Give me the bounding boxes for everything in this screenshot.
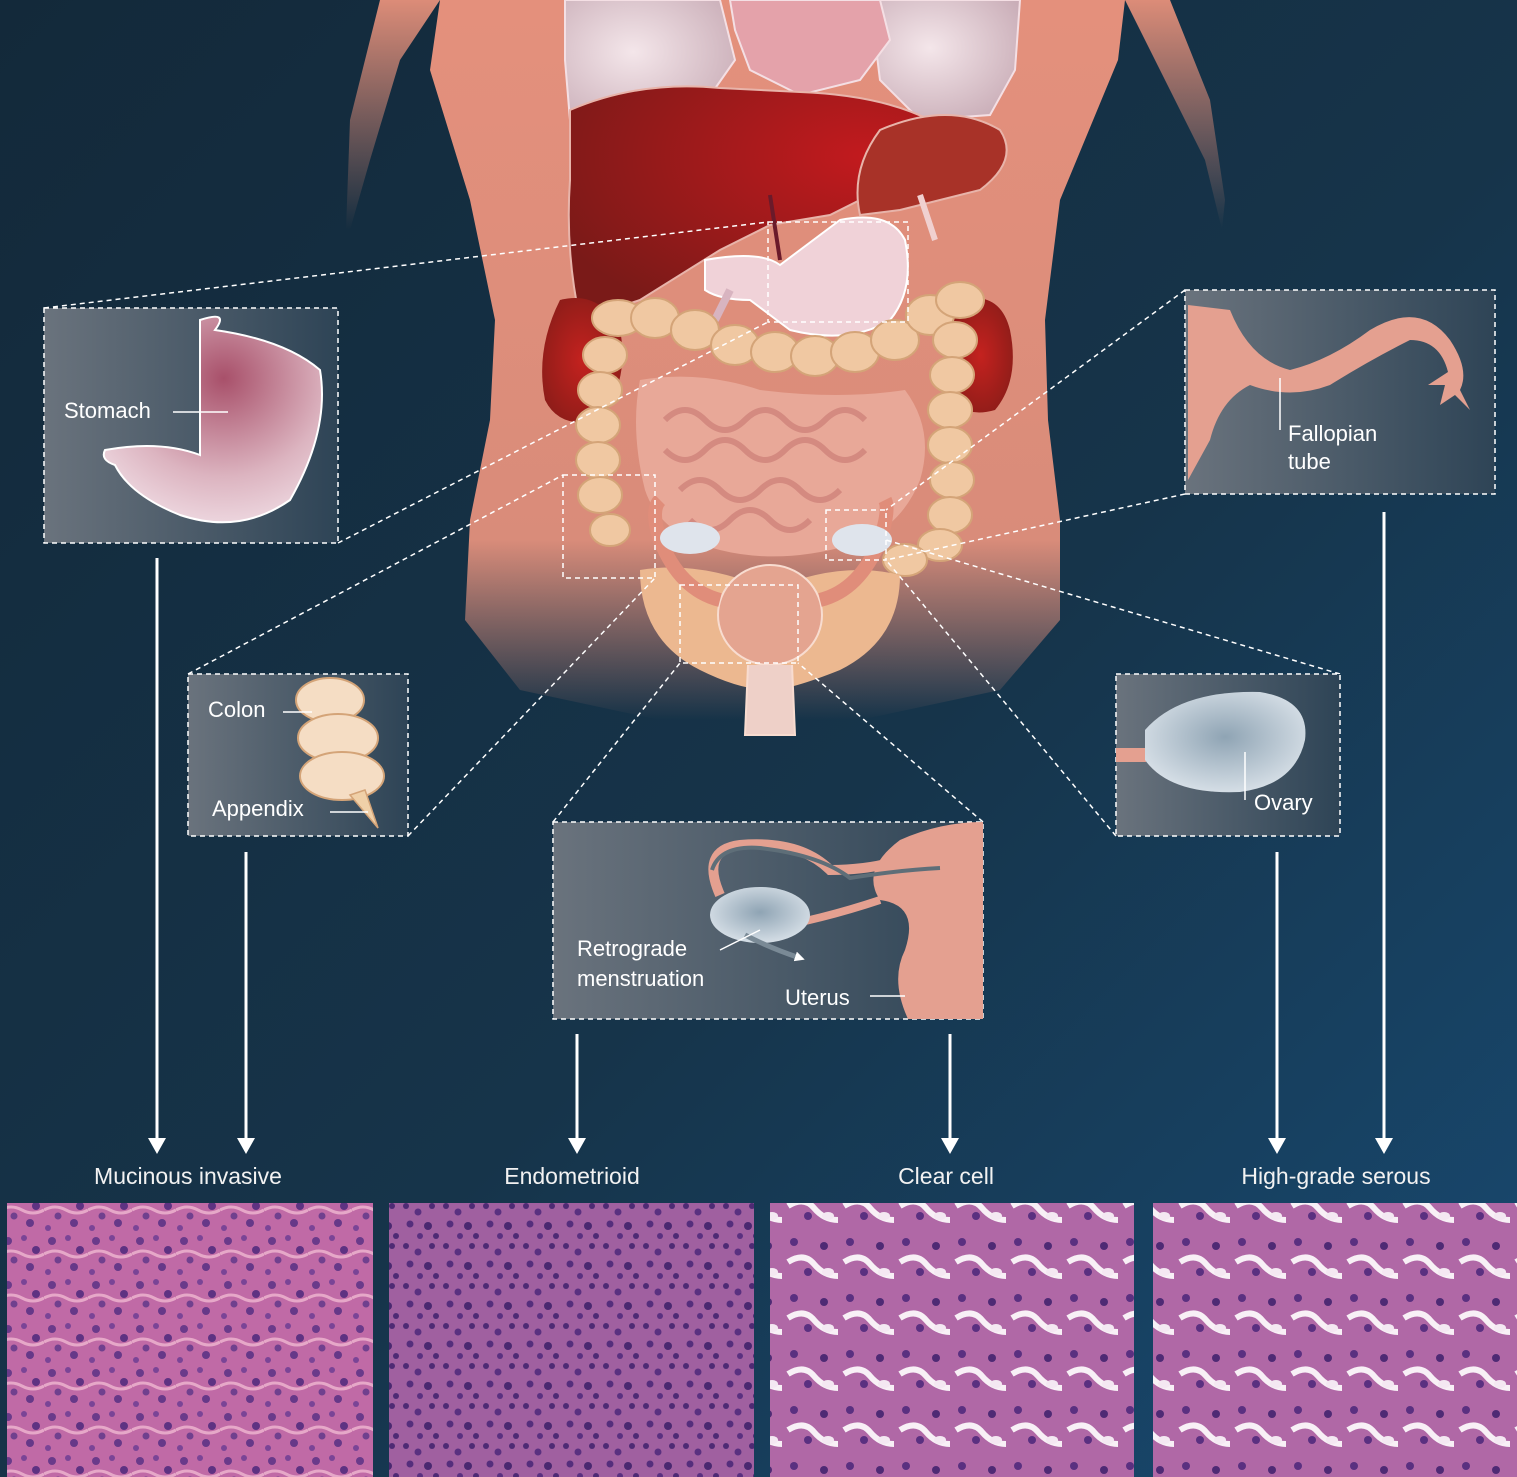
retrograde-label-line2: menstruation <box>577 965 704 994</box>
arrow-heads <box>148 1138 1393 1154</box>
histology-mucinous-image <box>7 1203 373 1477</box>
caption-endometrioid: Endometrioid <box>504 1162 640 1192</box>
arm-left <box>346 0 440 230</box>
uterus-body <box>718 565 822 665</box>
histology-clear-cell-image <box>770 1203 1134 1477</box>
ovary-label: Ovary <box>1254 789 1313 818</box>
caption-mucinous-invasive: Mucinous invasive <box>94 1162 282 1192</box>
ovary-right <box>832 524 892 556</box>
appendix-label: Appendix <box>212 795 304 824</box>
stomach-label: Stomach <box>64 397 151 426</box>
retrograde-label-line1: Retrograde <box>577 935 687 964</box>
histology-endometrioid-image <box>389 1203 754 1477</box>
caption-clear-cell: Clear cell <box>898 1162 994 1192</box>
histology-high-grade-serous-image <box>1153 1203 1517 1477</box>
fallopian-label-line1: Fallopian <box>1288 420 1377 449</box>
caption-high-grade-serous: High-grade serous <box>1241 1162 1430 1192</box>
arm-right <box>1125 0 1225 230</box>
ovary-left <box>660 522 720 554</box>
colon-label: Colon <box>208 696 265 725</box>
fallopian-label-line2: tube <box>1288 448 1331 477</box>
uterus-label: Uterus <box>785 984 850 1013</box>
